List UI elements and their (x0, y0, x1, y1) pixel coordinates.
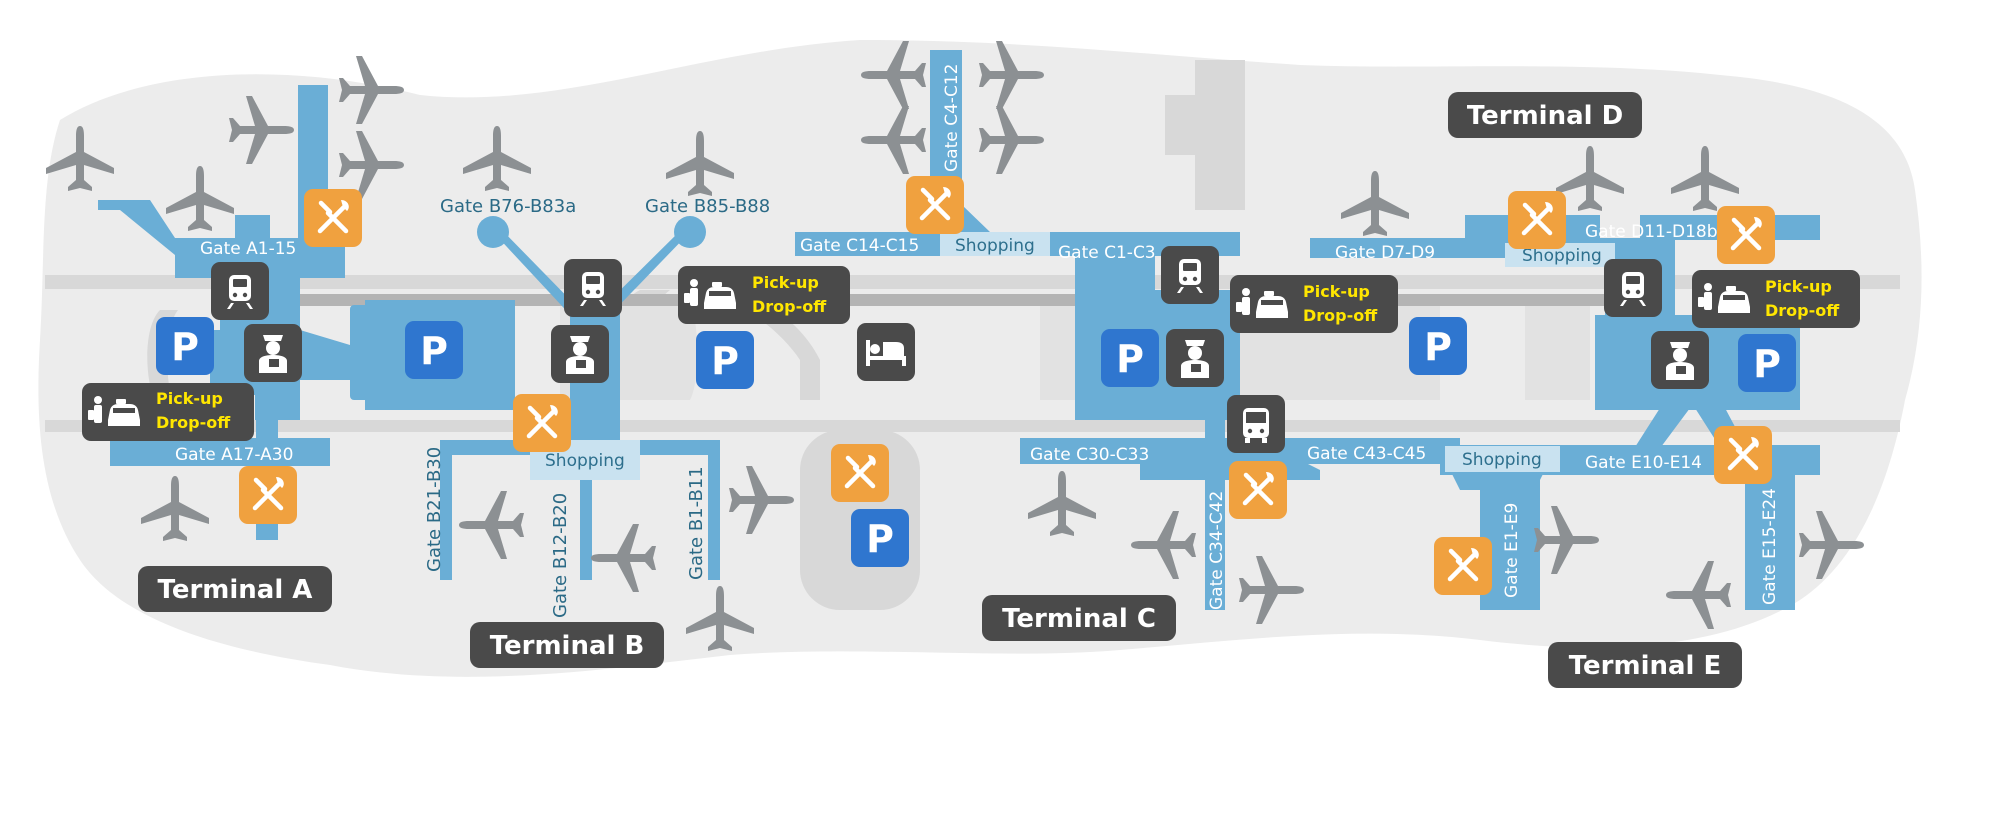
shopping-labels: Shopping Shopping Shopping Shopping (545, 236, 1602, 471)
terminal-label: Terminal A (138, 566, 332, 612)
restaurant-icon (1434, 537, 1492, 595)
restaurant-icon (1508, 191, 1566, 249)
svg-text:Pick-up: Pick-up (156, 389, 223, 408)
gate-label: Gate C43-C45 (1307, 444, 1426, 464)
gate-label: Gate A17-A30 (175, 445, 293, 465)
parking-icon: P (405, 321, 463, 379)
gate-label: Gate B1-B11 (686, 466, 707, 580)
gate-label: Gate C1-C3 (1058, 243, 1156, 263)
svg-text:P: P (420, 329, 448, 373)
restaurant-icon (1717, 206, 1775, 264)
gate-label: Gate C4-C12 (942, 64, 962, 172)
gate-label: Gate E10-E14 (1585, 453, 1702, 473)
shopping-label: Shopping (1522, 246, 1602, 266)
shopping-label: Shopping (1462, 450, 1542, 470)
parking-icon: P (696, 331, 754, 389)
bus-icon (1227, 395, 1285, 453)
gate-label: Gate B21-B30 (424, 447, 445, 572)
terminal-label: Terminal E (1548, 642, 1742, 688)
svg-text:P: P (171, 325, 199, 369)
svg-text:Drop-off: Drop-off (1303, 306, 1378, 325)
gate-label: Gate B76-B83a (440, 196, 576, 217)
gate-label: Gate C30-C33 (1030, 445, 1149, 465)
svg-text:Terminal A: Terminal A (158, 575, 313, 605)
parking-icon: P (1101, 329, 1159, 387)
pickup-dropoff-badges: Pick-up Drop-off Pick-up Drop-off Pick-u… (82, 266, 1860, 441)
svg-text:Drop-off: Drop-off (1765, 301, 1840, 320)
terminal-label: Terminal C (982, 595, 1176, 641)
pickup-dropoff-badge: Pick-up Drop-off (678, 266, 850, 324)
shopping-label: Shopping (545, 451, 625, 471)
svg-text:P: P (1753, 342, 1781, 386)
pickup-dropoff-badge: Pick-up Drop-off (1692, 270, 1860, 328)
svg-text:P: P (711, 339, 739, 383)
terminal-labels: Terminal A Terminal B Terminal C Termina… (138, 92, 1742, 688)
svg-text:Drop-off: Drop-off (752, 297, 827, 316)
svg-text:Pick-up: Pick-up (1303, 282, 1370, 301)
parking-icon: P (1409, 317, 1467, 375)
gate-label: Gate C14-C15 (800, 236, 919, 256)
svg-text:P: P (866, 517, 894, 561)
svg-text:P: P (1424, 325, 1452, 369)
svg-text:Pick-up: Pick-up (1765, 277, 1832, 296)
parking-lots: P P P P P P P (156, 317, 1796, 567)
terminal-label: Terminal B (470, 622, 664, 668)
svg-text:Terminal D: Terminal D (1467, 101, 1623, 131)
gate-label: Gate C34-C42 (1207, 491, 1227, 610)
restaurant-icon (831, 444, 889, 502)
security-icon (551, 325, 609, 383)
gate-label: Gate E15-E24 (1760, 488, 1780, 605)
train-icon (1161, 246, 1219, 304)
restaurant-icon (1714, 426, 1772, 484)
restaurant-icon (1229, 461, 1287, 519)
svg-text:Pick-up: Pick-up (752, 273, 819, 292)
gate-label: Gate B85-B88 (645, 196, 770, 217)
train-icon (1604, 259, 1662, 317)
gate-label: Gate D11-D18b (1585, 222, 1718, 242)
gate-label: Gate D7-D9 (1335, 243, 1435, 263)
security-icon (244, 324, 302, 382)
svg-text:P: P (1116, 337, 1144, 381)
shopping-label: Shopping (955, 236, 1035, 256)
restaurant-icon (304, 189, 362, 247)
gate-label: Gate E1-E9 (1502, 503, 1522, 598)
parking-icon: P (156, 317, 214, 375)
pickup-dropoff-badge: Pick-up Drop-off (1230, 275, 1398, 333)
restaurant-icon (906, 176, 964, 234)
parking-icon: P (1738, 334, 1796, 392)
gate-label: Gate B12-B20 (550, 493, 571, 618)
train-icon (211, 262, 269, 320)
security-icon (1651, 331, 1709, 389)
svg-text:Drop-off: Drop-off (156, 413, 231, 432)
train-icon (564, 259, 622, 317)
restaurant-icon (513, 394, 571, 452)
terminal-label: Terminal D (1448, 92, 1642, 138)
pickup-dropoff-badge: Pick-up Drop-off (82, 383, 254, 441)
hotel-bed-icon (857, 323, 915, 381)
parking-icon: P (851, 509, 909, 567)
restaurant-icon (239, 466, 297, 524)
airport-area-background (38, 40, 1922, 677)
svg-text:Terminal C: Terminal C (1002, 604, 1156, 634)
svg-text:Terminal B: Terminal B (490, 631, 645, 661)
gate-labels: Gate A1-15 Gate A17-A30 Gate B76-B83a Ga… (175, 64, 1780, 618)
security-icon (1166, 329, 1224, 387)
gate-label: Gate A1-15 (200, 239, 296, 259)
svg-text:Terminal E: Terminal E (1569, 651, 1722, 681)
